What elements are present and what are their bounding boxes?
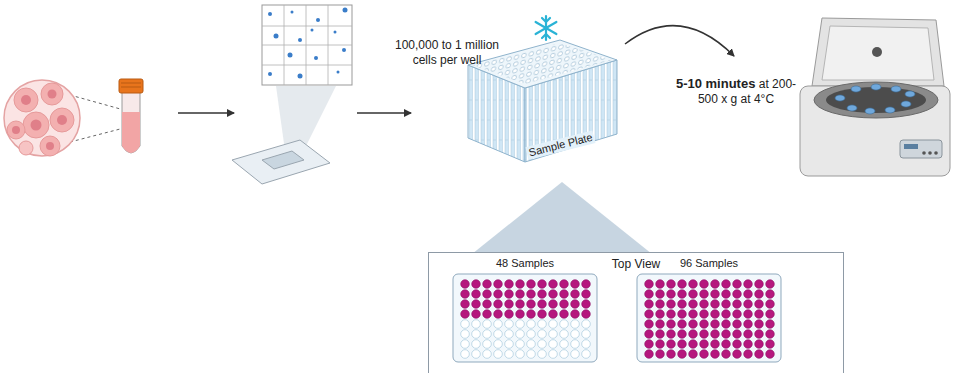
node-text: Top View	[429, 257, 843, 272]
spin-note: 5-10 minutes at 200-500 x g at 4°C	[672, 76, 800, 107]
plate-grid	[452, 273, 598, 363]
centrifuge	[800, 18, 950, 176]
plate-grid	[636, 273, 782, 363]
plate-96: 96 Samples	[629, 257, 789, 363]
snowflake	[536, 16, 557, 40]
node-text: 48 Samples	[445, 257, 605, 270]
top-view-box: Top View48 Samples 96 Samples	[428, 252, 844, 373]
sample-plate	[468, 40, 617, 162]
arrow	[357, 112, 411, 114]
hemocytometer	[232, 5, 352, 184]
callout-triangle	[472, 182, 652, 254]
spin-time: 5-10 minutes	[676, 76, 755, 91]
arrow	[625, 26, 734, 56]
plate-48: 48 Samples	[445, 257, 605, 363]
node-text: 96 Samples	[629, 257, 789, 270]
arrow	[178, 112, 234, 114]
cell-circle	[4, 80, 124, 156]
cell-count-note: 100,000 to 1 million cells per well	[388, 38, 506, 68]
tube	[119, 79, 143, 153]
